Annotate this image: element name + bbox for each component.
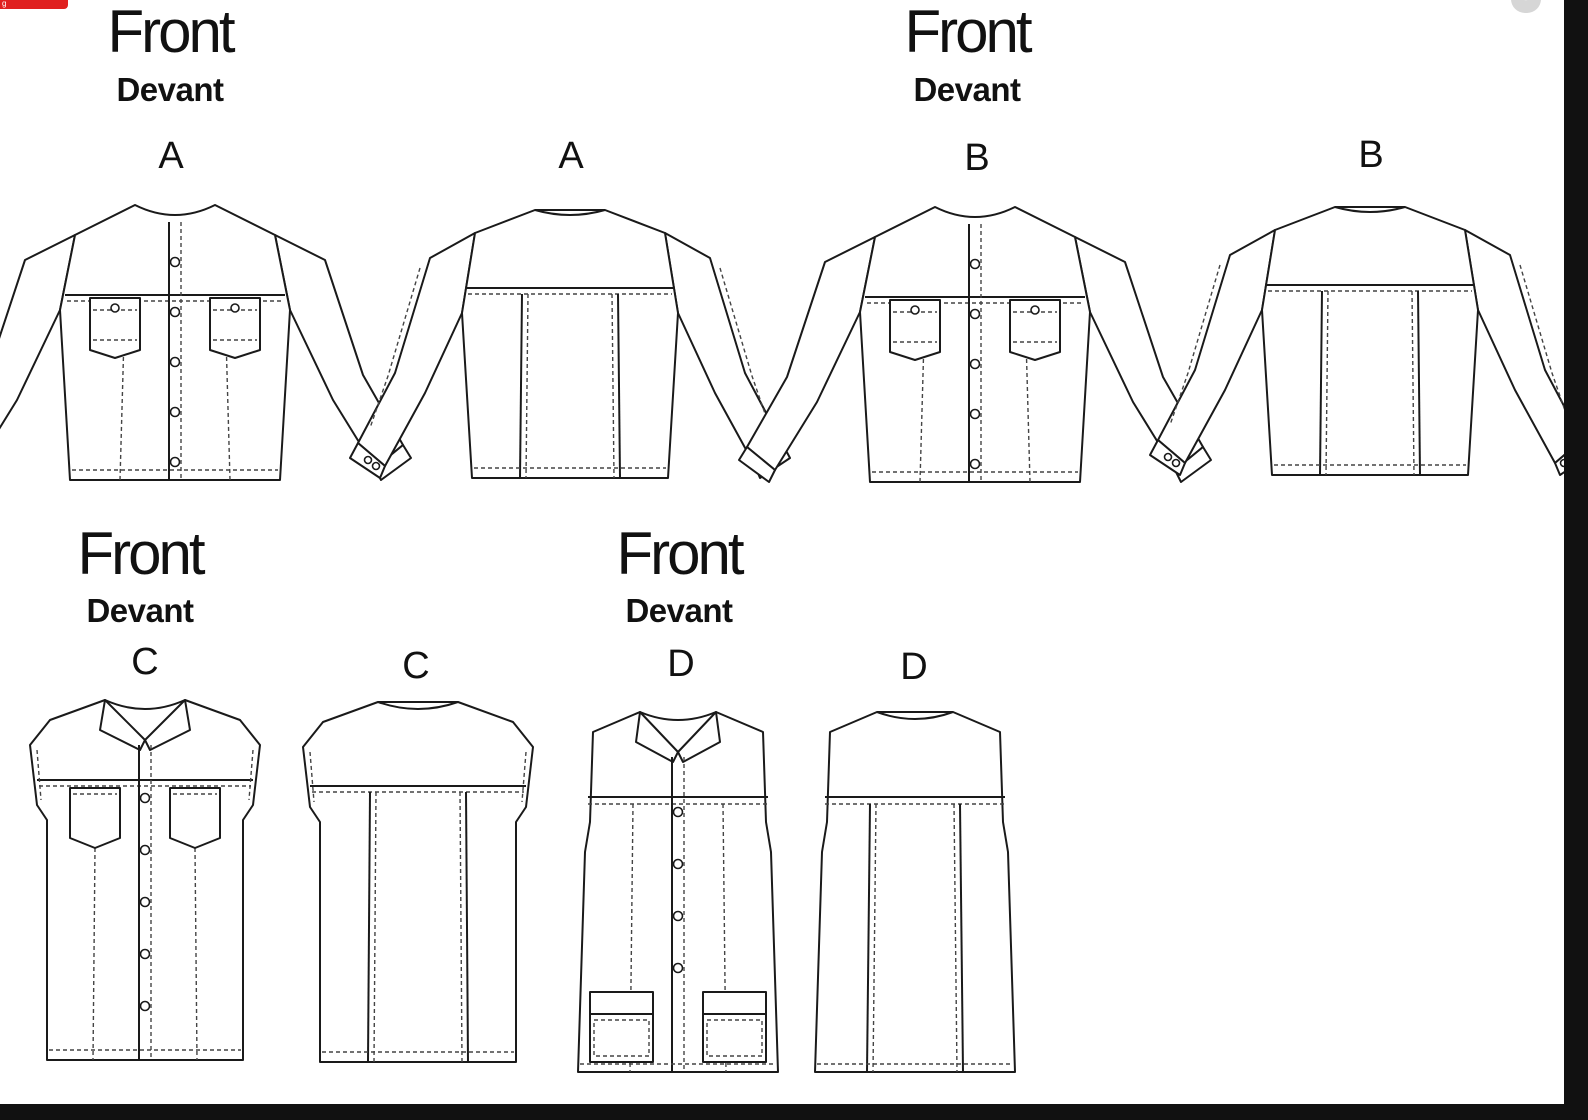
jacket-a-back-drawing [349,209,791,479]
vest-d-back-drawing [814,711,1016,1073]
view-label-a-back: A [558,135,584,177]
vest-d-front-drawing [577,711,779,1073]
bottom-border [0,1104,1588,1120]
view-label-d-front: D [667,643,694,685]
view-label-c-back: C [402,645,429,687]
front-label-a: Front [107,0,235,65]
shirt-c-front-drawing [29,699,261,1061]
jacket-b-back-drawing [1149,206,1564,476]
devant-label-b: Devant [913,71,1021,108]
view-label-d-back: D [900,646,927,688]
devant-label-a: Devant [116,71,224,108]
view-label-a-front: A [158,135,184,177]
pattern-illustration: Front Devant Front Devant A A B B Front … [0,0,1564,1073]
devant-label-c: Devant [86,592,194,629]
front-label-d: Front [616,520,744,587]
shirt-c-back-drawing [302,701,534,1063]
jacket-a-front-drawing [0,204,412,481]
front-label-b: Front [904,0,1032,65]
front-label-c: Front [77,520,205,587]
view-label-b-back: B [1358,134,1383,176]
right-border [1564,0,1588,1120]
zoom-icon[interactable]: ⊕ [1511,0,1541,13]
view-label-c-front: C [131,641,158,683]
view-label-b-front: B [964,137,989,179]
corner-tab[interactable]: g [0,0,68,9]
jacket-b-front-drawing [738,206,1212,483]
devant-label-d: Devant [625,592,733,629]
